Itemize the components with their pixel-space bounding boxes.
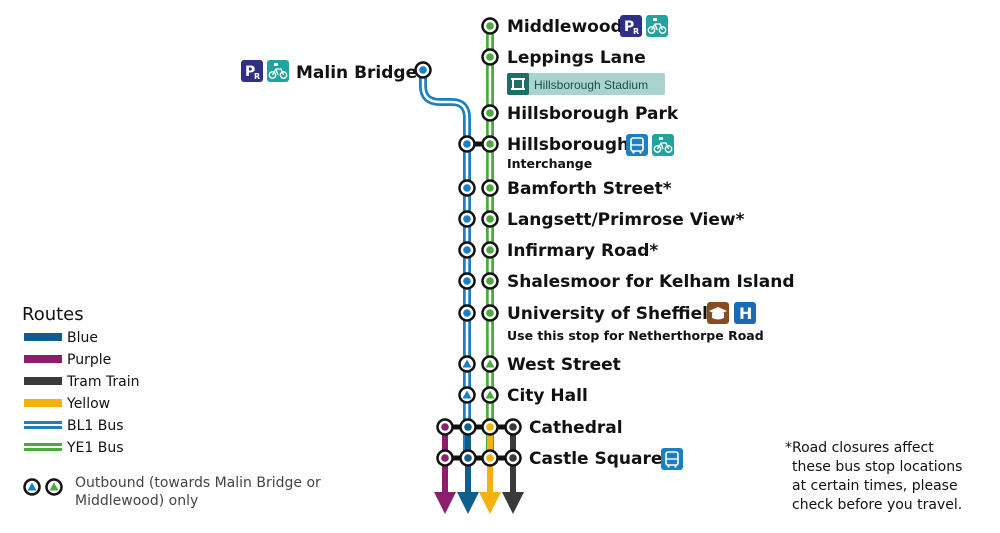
- footnote-line4: check before you travel.: [792, 497, 962, 513]
- svg-text:H: H: [739, 304, 752, 323]
- svg-text:P: P: [624, 19, 634, 35]
- bl1-bus-line: [419, 70, 471, 456]
- stop-label-castle-square[interactable]: Castle Square: [529, 449, 662, 469]
- stop-label-cathedral[interactable]: Cathedral: [529, 418, 623, 438]
- stop-label-hillsborough[interactable]: Hillsborough: [507, 135, 629, 155]
- stop-sublabel-university: Use this stop for Netherthorpe Road: [507, 328, 764, 343]
- stop-label-langsett[interactable]: Langsett/Primrose View*: [507, 210, 745, 230]
- legend-item-purple: Purple: [24, 352, 111, 368]
- stop-markers: [414, 17, 522, 467]
- stop-label-west-street[interactable]: West Street: [507, 355, 621, 375]
- stop-marker-middlewood[interactable]: [481, 17, 499, 35]
- stop-label-shalesmoor[interactable]: Shalesmoor for Kelham Island: [507, 272, 795, 292]
- legend-outbound-marker: [23, 478, 63, 496]
- stop-marker-bamforth-street[interactable]: [458, 179, 499, 197]
- stop-label-university[interactable]: University of Sheffield: [507, 304, 720, 324]
- legend-item-tram-train: Tram Train: [24, 374, 140, 390]
- stop-marker-infirmary-road[interactable]: [458, 241, 499, 259]
- purple-arrow: [434, 492, 456, 514]
- bike-parking-icon: [267, 60, 289, 82]
- stop-marker-west-street[interactable]: [458, 355, 499, 373]
- legend-swatch: [24, 355, 62, 363]
- stop-label-malin-bridge[interactable]: Malin Bridge: [296, 63, 417, 83]
- legend: Routes Blue Purple Tram Train Yellow BL1…: [22, 304, 321, 509]
- stop-label-hillsborough-park[interactable]: Hillsborough Park: [507, 104, 679, 124]
- stop-marker-city-hall[interactable]: [458, 386, 499, 404]
- stop-marker-cathedral[interactable]: [436, 418, 522, 436]
- bike-parking-icon: [652, 134, 674, 156]
- stop-marker-langsett[interactable]: [458, 210, 499, 228]
- footnote-line1: *Road closures affect: [785, 440, 934, 456]
- park-and-ride-icon: P R: [620, 15, 642, 37]
- legend-item-ye1-bus: YE1 Bus: [24, 440, 124, 456]
- stop-label-middlewood[interactable]: Middlewood: [507, 17, 623, 37]
- stop-marker-leppings-lane[interactable]: [481, 48, 499, 66]
- yellow-arrow: [479, 492, 501, 514]
- university-icon: [707, 302, 729, 324]
- legend-swatch: [24, 377, 62, 385]
- stop-marker-malin-bridge[interactable]: [414, 61, 432, 79]
- bus-icon: [626, 134, 648, 156]
- svg-text:P: P: [245, 64, 255, 80]
- blue-arrow: [457, 492, 479, 514]
- footnote-line3: at certain times, please: [792, 478, 958, 494]
- tram-train-arrow: [502, 492, 524, 514]
- svg-text:R: R: [633, 27, 639, 36]
- stop-label-leppings-lane[interactable]: Leppings Lane: [507, 48, 646, 68]
- legend-title: Routes: [22, 304, 84, 325]
- svg-text:YE1 Bus: YE1 Bus: [66, 440, 124, 456]
- stop-marker-shalesmoor[interactable]: [458, 272, 499, 290]
- svg-text:R: R: [254, 72, 260, 81]
- stadium-icon: [507, 73, 529, 95]
- stadium-badge[interactable]: Hillsborough Stadium: [507, 73, 665, 95]
- footnote: *Road closures affect these bus stop loc…: [785, 440, 962, 513]
- legend-item-yellow: Yellow: [24, 396, 110, 412]
- stop-label-infirmary-road[interactable]: Infirmary Road*: [507, 241, 658, 261]
- tram-lines: [434, 427, 524, 514]
- svg-text:Blue: Blue: [67, 330, 98, 346]
- svg-text:Purple: Purple: [67, 352, 111, 368]
- legend-swatch: [24, 399, 62, 407]
- park-and-ride-icon: P R: [241, 60, 263, 82]
- hospital-icon: H: [734, 302, 756, 324]
- svg-text:Tram Train: Tram Train: [66, 374, 140, 390]
- bike-parking-icon: [646, 15, 668, 37]
- stop-sublabel-hillsborough: Interchange: [507, 156, 592, 171]
- stop-marker-hillsborough-park[interactable]: [481, 104, 499, 122]
- facility-icons: P R P R Hillsborough Stadi: [241, 15, 756, 470]
- legend-swatch: [24, 333, 62, 341]
- route-lines: [419, 26, 524, 514]
- legend-outbound-note-line2: Middlewood) only: [75, 493, 198, 509]
- stop-label-city-hall[interactable]: City Hall: [507, 386, 588, 406]
- footnote-line2: these bus stop locations: [792, 459, 962, 475]
- stop-marker-university[interactable]: [458, 304, 499, 322]
- svg-text:Yellow: Yellow: [66, 396, 110, 412]
- stop-marker-castle-square[interactable]: [436, 449, 522, 467]
- legend-item-blue: Blue: [24, 330, 98, 346]
- stop-marker-hillsborough[interactable]: [458, 135, 499, 153]
- stadium-badge-label: Hillsborough Stadium: [534, 78, 648, 92]
- legend-outbound-note-line1: Outbound (towards Malin Bridge or: [75, 475, 321, 491]
- stop-labels: Middlewood Leppings Lane Malin Bridge Hi…: [296, 17, 795, 469]
- svg-text:BL1 Bus: BL1 Bus: [67, 418, 124, 434]
- legend-item-bl1-bus: BL1 Bus: [24, 418, 124, 434]
- bus-icon: [661, 448, 683, 470]
- stop-label-bamforth-street[interactable]: Bamforth Street*: [507, 179, 672, 199]
